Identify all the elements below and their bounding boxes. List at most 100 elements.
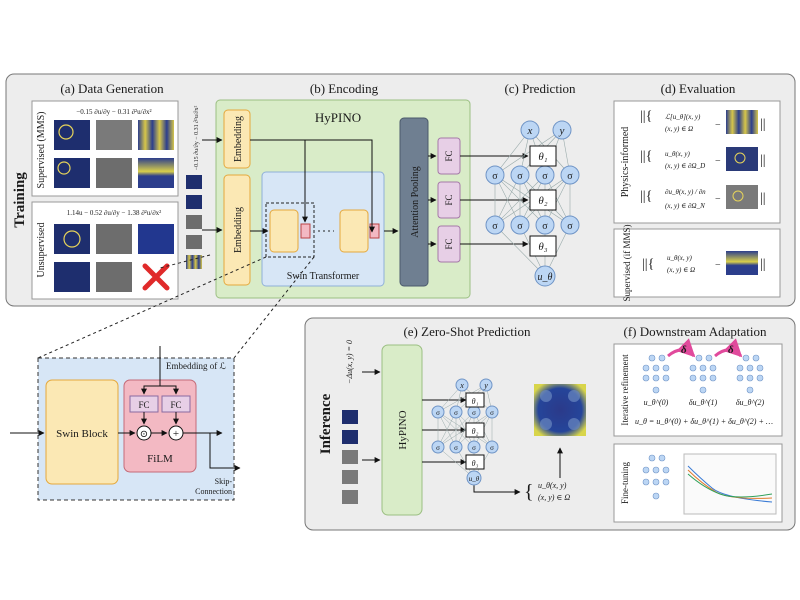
svg-text:σ: σ xyxy=(472,444,476,452)
svg-text:σ: σ xyxy=(517,171,523,182)
zs-theta-1-box xyxy=(465,392,485,408)
attention-pooling-label: Attention Pooling xyxy=(410,166,421,237)
svg-text:||{: ||{ xyxy=(640,109,652,124)
theta-2-label: θ₂ xyxy=(538,195,547,207)
zs-theta-3-box xyxy=(465,454,485,470)
svg-text:ℒ[u_θ](x, y): ℒ[u_θ](x, y) xyxy=(665,113,701,121)
unsupervised-thumb-3 xyxy=(138,224,174,254)
embedding-fields xyxy=(223,174,251,286)
zero-shot-result-brace: { xyxy=(524,481,534,503)
supervised-label: Supervised (MMS) xyxy=(36,112,47,189)
supervised-thumb-4 xyxy=(54,158,90,188)
hidden-layer-1: σ σ σ σ xyxy=(485,165,580,185)
supervised-thumb-5 xyxy=(96,158,132,188)
svg-text:u_θ(x, y): u_θ(x, y) xyxy=(665,150,690,158)
unsupervised-thumb-2 xyxy=(96,224,132,254)
input-stack xyxy=(186,175,202,269)
fc-head-3-label: FC xyxy=(444,238,454,249)
hidden-layer-2: σ σ σ σ xyxy=(485,215,580,235)
unsupervised-thumb-1 xyxy=(54,224,90,254)
fc-head-2-label: FC xyxy=(444,194,454,205)
zoom-swin-block xyxy=(45,379,119,485)
svg-text:σ: σ xyxy=(490,409,494,417)
svg-text:−: − xyxy=(715,120,721,131)
svg-text:σ: σ xyxy=(567,171,573,182)
refinement-net-1 xyxy=(642,354,670,394)
svg-text:||: || xyxy=(760,191,766,206)
refine-delta-1: δ xyxy=(681,344,687,356)
iterative-refinement-label: Iterative refinement xyxy=(620,354,630,426)
downstream-title: (f) Downstream Adaptation xyxy=(624,324,767,339)
swin-transformer-box xyxy=(261,171,385,287)
film-block-2 xyxy=(369,223,380,239)
data-generation-title: (a) Data Generation xyxy=(60,81,164,96)
svg-text:u_θ(x, y): u_θ(x, y) xyxy=(667,254,692,262)
input-node-y xyxy=(552,120,572,140)
encoder-arrows xyxy=(202,137,529,247)
supervised-thumb-6 xyxy=(138,158,174,188)
svg-text:σ: σ xyxy=(436,409,440,417)
svg-text:σ: σ xyxy=(454,444,458,452)
svg-text:σ: σ xyxy=(472,409,476,417)
svg-text:||: || xyxy=(760,117,766,132)
svg-text:(x, y) ∈ ∂Ω_D: (x, y) ∈ ∂Ω_D xyxy=(665,162,705,170)
svg-text:(x, y) ∈ ∂Ω_N: (x, y) ∈ ∂Ω_N xyxy=(665,202,705,210)
refine-arrow-1 xyxy=(667,338,696,358)
unsupervised-formula: 1.14u − 0.52 ∂u/∂y − 1.38 ∂²u/∂x² xyxy=(67,209,162,217)
zoom-swin-block-label: Swin Block xyxy=(56,428,108,440)
unsupervised-thumb-4 xyxy=(54,262,90,292)
embedding-fields-label: Embedding xyxy=(233,207,244,253)
zero-shot-result-bottom: (x, y) ∈ Ω xyxy=(538,493,570,502)
svg-text:||{: ||{ xyxy=(640,189,652,204)
film-block-1 xyxy=(300,223,311,239)
film-embedding-label: Embedding of ℒ xyxy=(166,361,226,371)
theta-3-label: θ₃ xyxy=(538,241,547,253)
fine-tune-net xyxy=(642,454,670,500)
fine-tune-loss-plot xyxy=(683,453,777,515)
theta-3-box xyxy=(529,235,557,257)
zero-shot-hypino-label: HyPINO xyxy=(397,410,409,449)
svg-text:−: − xyxy=(715,156,721,167)
loss-term-dirichlet: ||{ u_θ(x, y) (x, y) ∈ ∂Ω_D − || xyxy=(640,147,766,171)
svg-text:σ: σ xyxy=(492,221,498,232)
svg-text:||: || xyxy=(760,257,766,272)
theta-2-box xyxy=(529,189,557,211)
svg-text:σ: σ xyxy=(492,171,498,182)
svg-text:σ: σ xyxy=(490,444,494,452)
zero-shot-title: (e) Zero-Shot Prediction xyxy=(403,324,531,339)
swin-block-1 xyxy=(269,209,299,253)
svg-text:−: − xyxy=(715,260,721,271)
attention-pooling xyxy=(399,117,429,287)
zero-shot-pde: −Δu(x, y) = 0 xyxy=(345,340,354,384)
evaluation-title: (d) Evaluation xyxy=(661,81,736,96)
film-add-symbol: + xyxy=(173,428,179,440)
film-multiply-symbol: ⊙ xyxy=(140,429,148,440)
supervised-thumb-4-ring xyxy=(57,161,71,175)
svg-text:||: || xyxy=(760,153,766,168)
refinement-net-3 xyxy=(736,354,764,394)
refine-delta-2: δ xyxy=(728,344,734,356)
svg-text:σ: σ xyxy=(436,444,440,452)
svg-text:σ: σ xyxy=(542,171,548,182)
physics-informed-label: Physics-informed xyxy=(620,127,631,198)
input-node-x xyxy=(520,120,540,140)
svg-text:σ: σ xyxy=(517,221,523,232)
film-fc-shift-label: FC xyxy=(170,400,181,410)
training-side-label: Training xyxy=(12,172,28,228)
svg-text:σ: σ xyxy=(567,221,573,232)
svg-text:∂u_θ(x, y) / ∂n: ∂u_θ(x, y) / ∂n xyxy=(665,188,706,196)
unsupervised-thumb-1-ring xyxy=(63,230,81,248)
zero-shot-result-top: u_θ(x, y) xyxy=(538,481,567,490)
zoom-lines xyxy=(37,254,315,359)
prediction-title: (c) Prediction xyxy=(504,81,576,96)
supervised-formula: −0.15 ∂u/∂y − 0.31 ∂²u/∂x² xyxy=(76,108,151,116)
zs-theta-2-box xyxy=(465,422,485,438)
embedding-operator xyxy=(223,109,251,169)
loss-term-neumann: ||{ ∂u_θ(x, y) / ∂n (x, y) ∈ ∂Ω_N − || xyxy=(640,185,766,210)
fc-head-1-label: FC xyxy=(444,150,454,161)
svg-text:u_θ: u_θ xyxy=(469,475,480,483)
supervised-eval-label: Supervised (if MMS) xyxy=(622,225,632,302)
encoding-side-formula: −0.15 ∂u/∂y − 0.31 ∂²u/∂x² xyxy=(193,106,200,171)
refine-u1: δu_θ^(1) xyxy=(689,398,718,407)
